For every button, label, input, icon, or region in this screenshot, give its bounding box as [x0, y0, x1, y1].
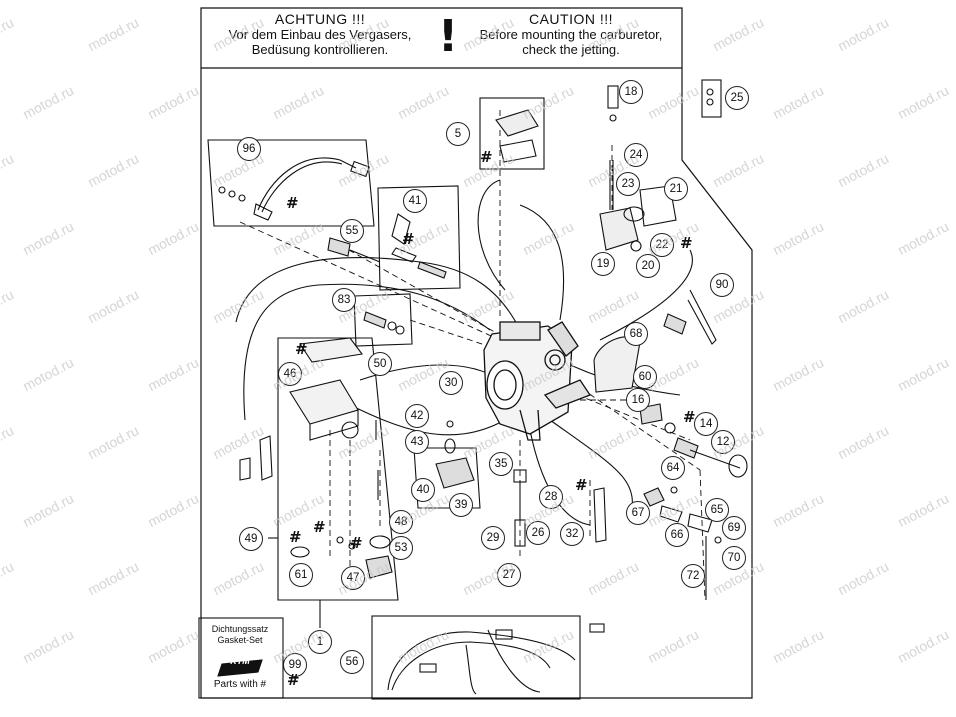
callout-18: 18 — [619, 80, 643, 104]
gasket-set-parts-with: Parts with # — [213, 679, 267, 690]
part-96-box — [207, 139, 375, 227]
callout-42: 42 — [405, 404, 429, 428]
gasket-set-brand: KTM — [230, 656, 250, 666]
diagram-frame — [200, 7, 753, 699]
warning-german-line1: Vor dem Einbau des Vergasers, — [228, 27, 412, 42]
part-5-cover — [495, 109, 539, 163]
callout-41: 41 — [403, 189, 427, 213]
callout-96: 96 — [237, 137, 261, 161]
throttle-cable-2 — [235, 257, 521, 331]
callout-5: 5 — [446, 122, 470, 146]
warning-english-title: CAUTION !!! — [528, 11, 614, 27]
part-5-box — [479, 97, 545, 170]
hash-marker: # — [350, 534, 363, 552]
callout-12: 12 — [711, 430, 735, 454]
float-bowl — [239, 337, 379, 500]
hash-marker: # — [313, 518, 326, 536]
callout-83: 83 — [332, 288, 356, 312]
hash-marker: # — [286, 194, 299, 212]
callout-22: 22 — [650, 233, 674, 257]
warning-german-title: ACHTUNG !!! — [274, 11, 366, 27]
choke-cable — [519, 204, 565, 321]
hash-marker: # — [480, 148, 493, 166]
callout-16: 16 — [626, 388, 650, 412]
gasket-set-line1: Dichtungssatz — [211, 624, 269, 634]
callout-27: 27 — [497, 563, 521, 587]
callout-67: 67 — [626, 501, 650, 525]
cable-set-56 — [387, 623, 605, 695]
throttle-cable — [243, 283, 491, 421]
lever-parts — [643, 486, 722, 600]
hash-marker: # — [295, 340, 308, 358]
callout-48: 48 — [389, 510, 413, 534]
callout-90: 90 — [710, 273, 734, 297]
gasket-set-line2: Gasket-Set — [217, 635, 263, 645]
callout-14: 14 — [694, 412, 718, 436]
needle-parts — [599, 85, 714, 252]
callout-70: 70 — [722, 546, 746, 570]
callout-43: 43 — [405, 430, 429, 454]
callout-29: 29 — [481, 526, 505, 550]
callout-53: 53 — [389, 536, 413, 560]
callout-64: 64 — [661, 456, 685, 480]
gasket-set-box — [198, 617, 284, 699]
callout-40: 40 — [411, 478, 435, 502]
callout-21: 21 — [664, 177, 688, 201]
hash-marker: # — [289, 528, 302, 546]
cable-set-box — [371, 615, 581, 700]
callout-26: 26 — [526, 521, 550, 545]
vent-hose — [477, 179, 506, 291]
callout-28: 28 — [539, 485, 563, 509]
callout-69: 69 — [722, 516, 746, 540]
jet-parts — [435, 420, 607, 547]
hash-marker: # — [575, 476, 588, 494]
hash-marker: # — [402, 230, 415, 248]
callout-39: 39 — [449, 493, 473, 517]
warning-english: CAUTION !!! Before mounting the carburet… — [466, 11, 676, 58]
part-83 — [363, 311, 405, 335]
callout-65: 65 — [705, 498, 729, 522]
callout-25: 25 — [725, 86, 749, 110]
part-25-box — [701, 79, 722, 118]
warning-english-line1: Before mounting the carburetor, — [479, 27, 663, 42]
ktm-logo — [217, 659, 263, 677]
warning-english-line2: check the jetting. — [522, 42, 620, 57]
callout-30: 30 — [439, 371, 463, 395]
callout-46: 46 — [278, 362, 302, 386]
float-bowl-bottom-parts — [290, 535, 393, 579]
callout-24: 24 — [624, 143, 648, 167]
float-bowl-box — [277, 337, 399, 601]
callout-1: 1 — [308, 630, 332, 654]
callout-55: 55 — [340, 219, 364, 243]
part-96-sensor — [218, 157, 370, 221]
hash-marker: # — [683, 408, 696, 426]
callout-35: 35 — [489, 452, 513, 476]
part-41-parts — [391, 213, 447, 279]
gasket-set-label: Dichtungssatz Gasket-Set KTM Parts with … — [200, 624, 280, 690]
callout-66: 66 — [665, 523, 689, 547]
callout-61: 61 — [289, 563, 313, 587]
callout-60: 60 — [633, 365, 657, 389]
part-83-box — [353, 293, 413, 347]
callout-49: 49 — [239, 527, 263, 551]
callout-20: 20 — [636, 254, 660, 278]
callout-72: 72 — [681, 564, 705, 588]
hash-marker: # — [680, 234, 693, 252]
callout-50: 50 — [368, 352, 392, 376]
callout-56: 56 — [340, 650, 364, 674]
callout-47: 47 — [341, 566, 365, 590]
warning-german: ACHTUNG !!! Vor dem Einbau des Vergasers… — [210, 11, 430, 58]
exclamation-mark: ! — [438, 11, 459, 62]
carburetor-body — [483, 321, 591, 441]
callout-68: 68 — [624, 322, 648, 346]
callout-32: 32 — [560, 522, 584, 546]
hash-marker: # — [287, 671, 300, 689]
part-55 — [327, 237, 381, 263]
part-41-box — [377, 185, 461, 291]
callout-99: 99 — [283, 653, 307, 677]
callout-19: 19 — [591, 252, 615, 276]
warning-german-line2: Bedüsung kontrollieren. — [251, 42, 389, 57]
callout-23: 23 — [616, 172, 640, 196]
